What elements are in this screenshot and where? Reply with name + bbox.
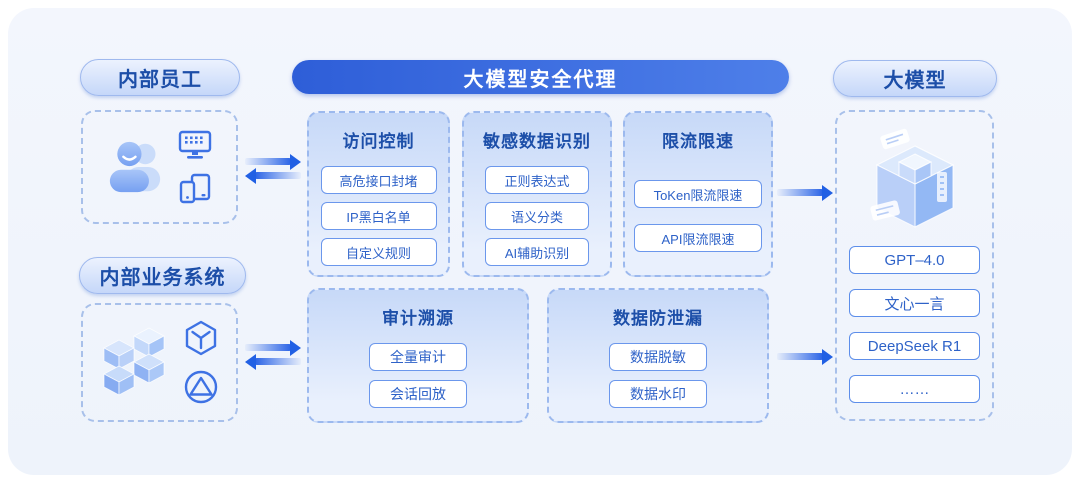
feature-chip: 语义分类 <box>485 202 589 230</box>
panel-rate-limiting: 限流限速 ToKen限流限速 API限流限速 <box>623 111 773 277</box>
panel-sensitive-data-recognition: 敏感数据识别 正则表达式 语义分类 AI辅助识别 <box>462 111 612 277</box>
feature-chip: 高危接口封堵 <box>320 166 437 194</box>
big-model-pill: 大模型 <box>833 60 997 97</box>
user-icon <box>109 141 160 193</box>
ai-cube-icon <box>869 128 954 228</box>
panel-title: 限流限速 <box>662 132 734 151</box>
model-list: GPT–4.0 文心一言 DeepSeek R1 …… <box>849 246 980 403</box>
internal-systems-pill: 内部业务系统 <box>79 257 246 294</box>
feature-chip: 全量审计 <box>369 343 467 371</box>
feature-chip: AI辅助识别 <box>485 238 589 266</box>
feature-chip: 自定义规则 <box>320 238 437 266</box>
feature-chip: API限流限速 <box>634 224 762 252</box>
big-model-label: 大模型 <box>883 70 947 92</box>
flow-arrow-right <box>777 348 833 365</box>
flow-arrow-left <box>245 353 301 370</box>
hexagon-package-icon <box>185 320 216 356</box>
panel-data-leak-prevention: 数据防泄漏 数据脱敏 数据水印 <box>547 288 769 423</box>
monitor-icon <box>178 130 211 159</box>
panel-title: 访问控制 <box>342 132 415 151</box>
model-item: 文心一言 <box>849 289 980 317</box>
proxy-title: 大模型安全代理 <box>463 68 618 91</box>
feature-chip: IP黑白名单 <box>320 202 437 230</box>
flow-arrow-right <box>777 184 833 201</box>
proxy-header: 大模型安全代理 <box>292 60 789 94</box>
panel-title: 敏感数据识别 <box>483 132 591 151</box>
feature-chip: ToKen限流限速 <box>634 180 762 208</box>
flow-arrow-right <box>245 339 301 356</box>
model-item: …… <box>849 375 980 403</box>
model-item: DeepSeek R1 <box>849 332 980 360</box>
feature-chip: 数据脱敏 <box>609 343 707 371</box>
feature-chip: 会话回放 <box>369 380 467 408</box>
internal-staff-pill: 内部员工 <box>80 59 240 96</box>
internal-staff-box <box>81 110 238 224</box>
diagram-canvas: 内部员工 <box>8 8 1072 475</box>
panel-title: 数据防泄漏 <box>613 309 703 328</box>
flow-arrow-left <box>245 167 301 184</box>
feature-chip: 正则表达式 <box>485 166 589 194</box>
internal-systems-box <box>81 303 238 422</box>
cubes-icon <box>102 327 165 396</box>
internal-systems-label: 内部业务系统 <box>99 267 226 289</box>
circle-triangle-icon <box>184 370 217 404</box>
internal-staff-label: 内部员工 <box>118 69 202 91</box>
feature-chip: 数据水印 <box>609 380 707 408</box>
big-model-box: GPT–4.0 文心一言 DeepSeek R1 …… <box>835 110 994 421</box>
panel-audit-tracing: 审计溯源 全量审计 会话回放 <box>307 288 529 423</box>
panel-access-control: 访问控制 高危接口封堵 IP黑白名单 自定义规则 <box>307 111 450 277</box>
devices-icon <box>179 173 210 203</box>
panel-title: 审计溯源 <box>382 309 454 328</box>
model-item: GPT–4.0 <box>849 246 980 274</box>
flow-arrow-right <box>245 153 301 170</box>
